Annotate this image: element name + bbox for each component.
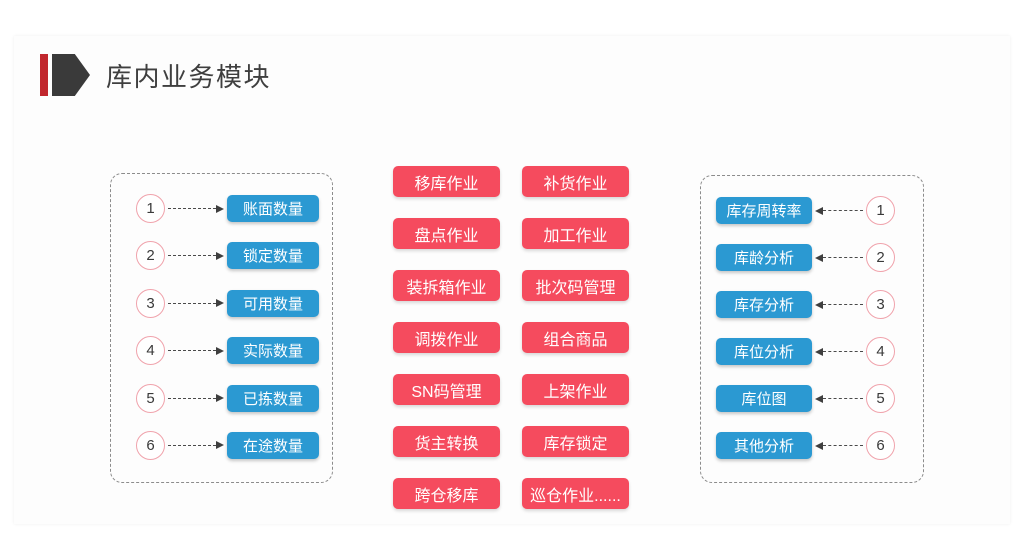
operation-button[interactable]: 批次码管理 xyxy=(522,270,629,301)
arrow-head xyxy=(815,441,823,450)
arrow-dash-line xyxy=(168,302,216,304)
arrow-dash-line xyxy=(168,208,216,209)
step-number-circle: 5 xyxy=(136,383,165,413)
quantity-row: 3 可用数量 xyxy=(136,288,319,318)
analysis-panel: 库存周转率 1 库龄分析 2 库存分析 3 库位分析 4 库位图 xyxy=(700,175,924,483)
operation-button[interactable]: 补货作业 xyxy=(522,166,629,197)
dashed-arrow-left-icon xyxy=(815,441,863,450)
analysis-row: 库存分析 3 xyxy=(716,290,895,319)
analysis-row: 库存周转率 1 xyxy=(716,196,895,225)
arrow-head xyxy=(815,253,823,262)
arrow-head xyxy=(216,299,224,308)
step-number-circle: 1 xyxy=(136,194,165,223)
quantity-button[interactable]: 可用数量 xyxy=(227,289,319,317)
analysis-row: 其他分析 6 xyxy=(716,431,895,460)
analysis-row: 库位图 5 xyxy=(716,384,895,413)
quantity-button[interactable]: 实际数量 xyxy=(227,337,319,365)
operation-button[interactable]: 移库作业 xyxy=(393,166,500,197)
operations-grid: 移库作业 补货作业 盘点作业 加工作业 装拆箱作业 批次码管理 调拨作业 组合商… xyxy=(393,166,631,509)
step-number-circle: 3 xyxy=(136,288,165,318)
arrow-head xyxy=(216,441,224,450)
step-number-circle: 5 xyxy=(866,384,895,413)
arrow-head xyxy=(815,394,823,403)
dashed-arrow-right-icon xyxy=(168,394,224,403)
title-marker-red-bar xyxy=(40,54,48,96)
dashed-arrow-right-icon xyxy=(168,441,224,450)
step-number-circle: 6 xyxy=(866,431,895,460)
arrow-dash-line xyxy=(823,304,863,305)
arrow-head xyxy=(216,204,224,213)
arrow-dash-line xyxy=(823,210,863,211)
step-number-circle: 2 xyxy=(136,241,165,271)
operation-button[interactable]: 库存锁定 xyxy=(522,426,629,457)
quantity-row: 6 在途数量 xyxy=(136,430,319,460)
dashed-arrow-right-icon xyxy=(168,204,224,213)
arrow-head xyxy=(216,346,224,355)
arrow-dash-line xyxy=(168,444,216,446)
step-number-circle: 2 xyxy=(866,243,895,272)
step-number-circle: 4 xyxy=(136,336,165,366)
analysis-button[interactable]: 库存周转率 xyxy=(716,197,812,224)
quantity-panel: 1 账面数量 2 锁定数量 3 可用数量 4 实际数量 5 xyxy=(110,173,333,483)
operation-button[interactable]: 加工作业 xyxy=(522,218,629,249)
page-title: 库内业务模块 xyxy=(106,61,272,92)
dashed-arrow-left-icon xyxy=(815,206,863,215)
arrow-head xyxy=(815,300,823,309)
dashed-arrow-left-icon xyxy=(815,300,863,309)
operation-button[interactable]: 盘点作业 xyxy=(393,218,500,249)
title-marker-arrow-icon xyxy=(52,54,90,96)
step-number-circle: 3 xyxy=(866,290,895,319)
arrow-dash-line xyxy=(168,350,216,352)
analysis-row: 库位分析 4 xyxy=(716,337,895,366)
analysis-button[interactable]: 库位分析 xyxy=(716,338,812,365)
analysis-button[interactable]: 库位图 xyxy=(716,385,812,412)
operation-button[interactable]: SN码管理 xyxy=(393,374,500,405)
dashed-arrow-right-icon xyxy=(168,299,224,308)
quantity-button[interactable]: 已拣数量 xyxy=(227,384,319,412)
arrow-head xyxy=(815,347,823,356)
quantity-row: 1 账面数量 xyxy=(136,194,319,223)
step-number-circle: 4 xyxy=(866,337,895,366)
operation-button[interactable]: 货主转换 xyxy=(393,426,500,457)
operation-button[interactable]: 上架作业 xyxy=(522,374,629,405)
dashed-arrow-left-icon xyxy=(815,394,863,403)
title-marker-icon xyxy=(40,54,90,96)
analysis-button[interactable]: 库存分析 xyxy=(716,291,812,318)
analysis-button[interactable]: 其他分析 xyxy=(716,432,812,459)
arrow-dash-line xyxy=(823,445,863,446)
arrow-head xyxy=(815,206,823,215)
operation-button[interactable]: 巡仓作业...... xyxy=(522,478,629,509)
dashed-arrow-right-icon xyxy=(168,346,224,355)
quantity-button[interactable]: 在途数量 xyxy=(227,431,319,459)
step-number-circle: 6 xyxy=(136,430,165,460)
arrow-head xyxy=(216,251,224,260)
analysis-button[interactable]: 库龄分析 xyxy=(716,244,812,271)
operation-button[interactable]: 跨仓移库 xyxy=(393,478,500,509)
arrow-dash-line xyxy=(823,257,863,258)
analysis-row: 库龄分析 2 xyxy=(716,243,895,272)
dashed-arrow-left-icon xyxy=(815,347,863,356)
dashed-arrow-right-icon xyxy=(168,251,224,260)
operation-button[interactable]: 调拨作业 xyxy=(393,322,500,353)
title-block: 库内业务模块 xyxy=(40,53,271,97)
quantity-row: 2 锁定数量 xyxy=(136,241,319,271)
arrow-dash-line xyxy=(823,351,863,352)
quantity-row: 4 实际数量 xyxy=(136,336,319,366)
dashed-arrow-left-icon xyxy=(815,253,863,262)
step-number-circle: 1 xyxy=(866,196,895,225)
arrow-head xyxy=(216,394,224,403)
arrow-dash-line xyxy=(823,398,863,399)
operation-button[interactable]: 组合商品 xyxy=(522,322,629,353)
arrow-dash-line xyxy=(168,255,216,257)
arrow-dash-line xyxy=(168,397,216,399)
quantity-row: 5 已拣数量 xyxy=(136,383,319,413)
quantity-button[interactable]: 锁定数量 xyxy=(227,242,319,270)
operation-button[interactable]: 装拆箱作业 xyxy=(393,270,500,301)
slide-canvas xyxy=(14,36,1010,524)
quantity-button[interactable]: 账面数量 xyxy=(227,195,319,222)
